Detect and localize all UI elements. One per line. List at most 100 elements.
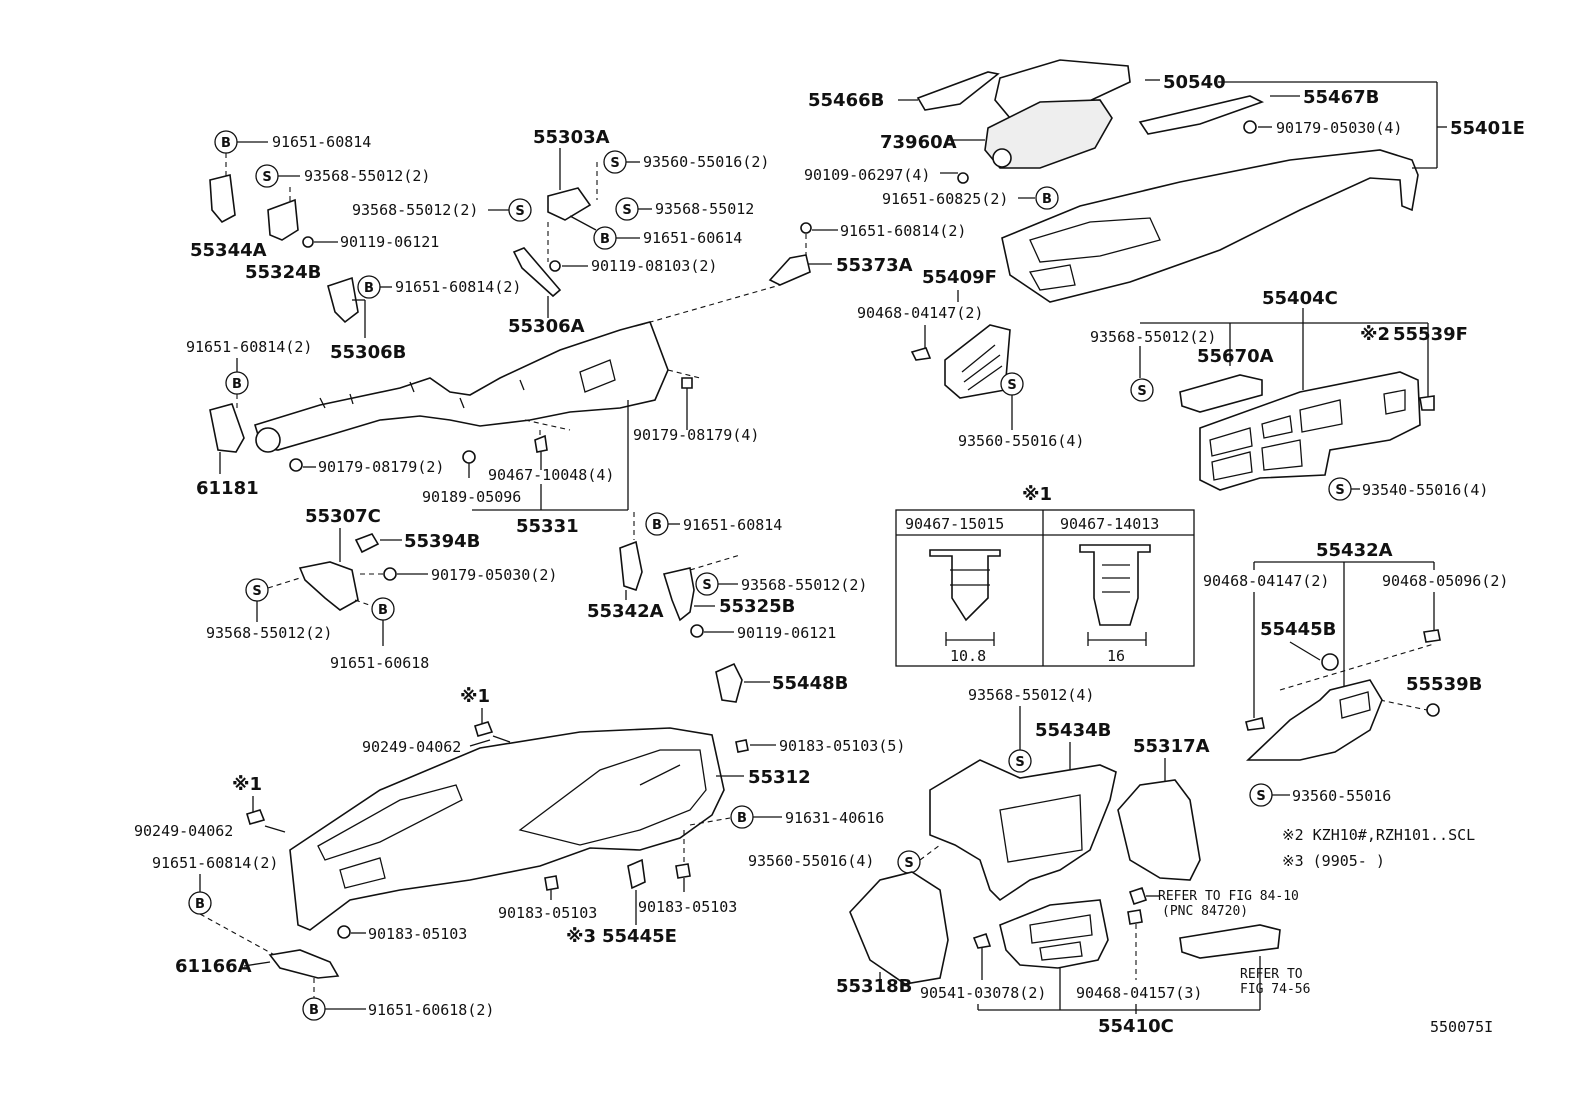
dim-10-8: 10.8 — [950, 647, 986, 665]
vent-55409F-group: 55409F 90468-04147(2) S 93560-55016(4) — [857, 267, 1084, 450]
connector-84720 — [1128, 886, 1148, 906]
part-55539B — [1426, 703, 1440, 717]
label-93568-55012-2c: 93568-55012(2) — [1090, 328, 1216, 346]
label-55445B: 55445B — [1260, 619, 1336, 640]
b-symbol-text: B — [232, 377, 242, 392]
label-star1-a: ※1 — [460, 686, 490, 707]
b-symbol-text: B — [309, 1003, 319, 1018]
label-55312: 55312 — [748, 767, 811, 788]
label-91651-60618: 91651-60618 — [330, 654, 429, 672]
label-93568-55012: 93568-55012 — [655, 200, 754, 218]
brackets-middle-left: 55307C 55394B 90179-05030(2) S 93568-550… — [206, 506, 867, 672]
label-90249-04062b: 90249-04062 — [134, 822, 233, 840]
table-header-90467-14013: 90467-14013 — [1060, 515, 1159, 533]
label-90183-05103c: 90183-05103 — [368, 925, 467, 943]
label-91651-60825-2: 91651-60825(2) — [882, 190, 1008, 208]
b-symbol-text: B — [1042, 192, 1052, 207]
part-55401E — [1001, 149, 1419, 303]
clip-90468-05096 — [1423, 629, 1441, 643]
part-55373A — [768, 254, 811, 286]
bolt-90119-08103 — [549, 260, 561, 272]
label-55466B: 55466B — [808, 90, 884, 111]
part-55324B — [267, 198, 299, 241]
ref-pnc-84720: (PNC 84720) — [1162, 904, 1248, 919]
label-90183-05103-5: 90183-05103(5) — [779, 737, 905, 755]
airbag-inflator — [992, 148, 1012, 168]
part-55432A — [1246, 679, 1383, 761]
label-55539F: 55539F — [1393, 324, 1468, 345]
upper-panel-opening — [1029, 217, 1161, 263]
label-91651-60814-2b: 91651-60814(2) — [395, 278, 521, 296]
bolt-91651-60814 — [800, 222, 812, 234]
part-55539F — [1419, 395, 1435, 411]
label-55306B: 55306B — [330, 342, 406, 363]
label-61181: 61181 — [196, 478, 259, 499]
clip-drawing-90467-14013 — [1079, 544, 1151, 626]
label-55318B: 55318B — [836, 976, 912, 997]
label-90119-06121b: 90119-06121 — [737, 624, 836, 642]
s-symbol-text: S — [1256, 789, 1265, 804]
label-90468-04147-2a: 90468-04147(2) — [857, 304, 983, 322]
clip-90249-04062-b — [246, 809, 266, 825]
part-55306A — [512, 247, 562, 298]
label-90541-03078-2: 90541-03078(2) — [920, 984, 1046, 1002]
label-55434B: 55434B — [1035, 720, 1111, 741]
label-55307C: 55307C — [305, 506, 381, 527]
part-55445B — [1321, 653, 1339, 671]
label-93560-55016-4a: 93560-55016(4) — [958, 432, 1084, 450]
label-star3: ※3 — [566, 926, 596, 947]
part-55303A — [547, 187, 592, 221]
clip-90468-04157 — [1127, 909, 1143, 925]
part-73960A — [984, 99, 1113, 169]
part-55306B — [327, 276, 359, 324]
table-title: ※1 — [1022, 484, 1052, 505]
clip-90249-04062-a — [474, 721, 494, 737]
vent-opening — [339, 857, 386, 889]
label-55373A: 55373A — [836, 255, 913, 276]
b-symbol — [1035, 186, 1059, 210]
glovebox-opening — [317, 784, 463, 861]
label-91651-60614: 91651-60614 — [643, 229, 742, 247]
cluster-opening — [518, 749, 707, 846]
clip-90183-05103-a — [544, 875, 559, 891]
part-55344A — [209, 174, 236, 224]
label-55324B: 55324B — [245, 262, 321, 283]
brackets-top-middle: 55303A S 93560-55016(2) 93568-55012(2) S… — [352, 127, 966, 337]
part-55466B — [916, 71, 1000, 111]
part-55342A — [619, 540, 643, 592]
clip-90183-05103-c — [337, 925, 351, 939]
label-90179-08179-2: 90179-08179(2) — [318, 458, 444, 476]
s-symbol — [1008, 749, 1032, 773]
lower-panel-55432A-group: 55432A 90468-04147(2) 90468-05096(2) 554… — [1203, 540, 1508, 807]
cluster-panel-group: 55404C 93568-55012(2) ※2 55539F 55670A S… — [1090, 288, 1488, 501]
instrument-panel-group: ※1 90249-04062 ※1 90249-04062 90183-0510… — [134, 686, 905, 1021]
nut-90179-08179-4 — [681, 377, 693, 389]
part-55307C — [298, 561, 359, 611]
label-50540: 50540 — [1163, 72, 1226, 93]
label-55306A: 55306A — [508, 316, 585, 337]
label-55432A: 55432A — [1316, 540, 1393, 561]
label-91651-60814-2c: 91651-60814(2) — [186, 338, 312, 356]
s-symbol-text: S — [1137, 384, 1146, 399]
part-55409F — [944, 324, 1011, 399]
notes: ※2 KZH10#,RZH101..SCL ※3 (9905- ) — [1282, 826, 1475, 870]
label-91651-60618-2: 91651-60618(2) — [368, 1001, 494, 1019]
part-55317A — [1117, 779, 1201, 881]
part-55670A — [1179, 374, 1263, 413]
label-90183-05103a: 90183-05103 — [498, 904, 597, 922]
label-93540-55016-4: 93540-55016(4) — [1362, 481, 1488, 499]
label-61166A: 61166A — [175, 956, 252, 977]
part-55394B — [354, 533, 380, 554]
part-55331-beam — [254, 321, 669, 451]
label-55303A: 55303A — [533, 127, 610, 148]
note-2: ※2 KZH10#,RZH101..SCL — [1282, 826, 1475, 844]
label-55394B: 55394B — [404, 531, 480, 552]
label-91651-60814b: 91651-60814 — [683, 516, 782, 534]
s-symbol-text: S — [515, 204, 524, 219]
label-90179-05030-2: 90179-05030(2) — [431, 566, 557, 584]
s-symbol-text: S — [610, 156, 619, 171]
b-symbol-text: B — [364, 281, 374, 296]
clip-90179-05030 — [1243, 120, 1257, 134]
airbag-cover-group: 55466B 50540 55467B 55401E 73960A 90179-… — [804, 59, 1525, 303]
